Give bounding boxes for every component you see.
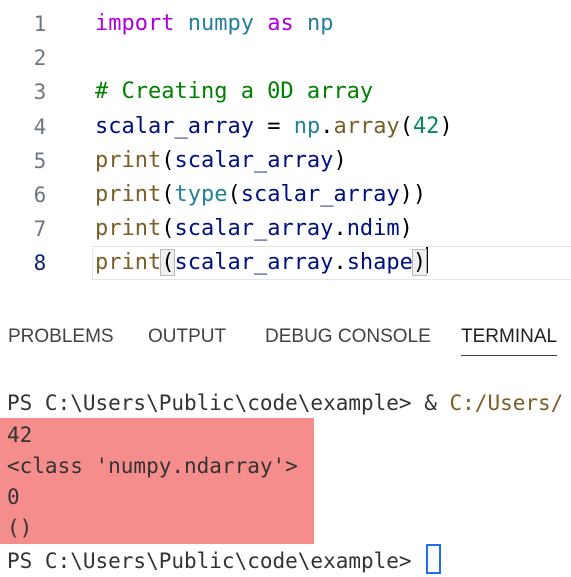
code-token: scalar_array bbox=[95, 113, 254, 139]
panel-tabs: PROBLEMS OUTPUT DEBUG CONSOLE TERMINAL bbox=[0, 310, 571, 356]
terminal-output-line: () bbox=[7, 516, 33, 540]
terminal-cursor bbox=[426, 544, 442, 574]
code-line[interactable]: 4 scalar_array = np.array(42) bbox=[0, 110, 571, 144]
code-line[interactable]: 7 print(scalar_array.ndim) bbox=[0, 212, 571, 246]
code-token: scalar_array bbox=[174, 216, 334, 242]
code-token: ) bbox=[439, 113, 453, 139]
code-token: shape bbox=[346, 250, 413, 276]
current-line-highlight bbox=[92, 246, 571, 281]
tab-problems[interactable]: PROBLEMS bbox=[8, 326, 114, 347]
code-token: type bbox=[174, 182, 228, 207]
line-number: 5 bbox=[33, 148, 47, 173]
code-token: ( bbox=[161, 216, 175, 242]
line-number: 3 bbox=[33, 80, 47, 105]
code-token: ( bbox=[227, 182, 241, 207]
code-token bbox=[254, 11, 267, 36]
code-line[interactable]: 2 bbox=[0, 41, 571, 75]
code-token: print bbox=[95, 250, 162, 276]
code-token: ( bbox=[160, 249, 176, 277]
code-token bbox=[174, 11, 187, 36]
code-text: print(scalar_array.ndim) bbox=[95, 212, 413, 246]
code-token: print bbox=[95, 216, 162, 242]
line-number: 2 bbox=[33, 46, 47, 71]
code-token: scalar_array bbox=[174, 147, 334, 173]
output-highlight bbox=[0, 418, 314, 544]
code-text: import numpy as np bbox=[95, 7, 333, 41]
code-token: numpy bbox=[187, 11, 254, 36]
command-path: C:/Users/ bbox=[449, 391, 564, 415]
code-token: . bbox=[333, 250, 347, 276]
prompt-text: PS C:\Users\Public\code\example> & bbox=[7, 391, 450, 415]
code-token: import bbox=[95, 11, 175, 36]
code-token: ) bbox=[411, 249, 428, 277]
code-token: scalar_array bbox=[174, 250, 334, 276]
terminal-output-line: <class 'numpy.ndarray'> bbox=[7, 454, 298, 478]
prompt-text: PS C:\Users\Public\code\example> bbox=[7, 549, 425, 573]
terminal-output-line: 0 bbox=[7, 485, 20, 509]
terminal-prompt-line: PS C:\Users\Public\code\example> bbox=[7, 544, 442, 577]
code-token: ( bbox=[161, 147, 175, 173]
tab-output[interactable]: OUTPUT bbox=[148, 326, 227, 347]
code-token: scalar_array bbox=[240, 182, 400, 207]
code-line[interactable]: 1 import numpy as np bbox=[0, 7, 571, 41]
code-token: print bbox=[95, 182, 162, 207]
line-number: 8 bbox=[33, 251, 47, 276]
line-number: 1 bbox=[33, 12, 47, 36]
code-token: . bbox=[333, 216, 347, 242]
code-token: print bbox=[95, 147, 162, 173]
code-text: # Creating a 0D array bbox=[95, 75, 373, 109]
terminal-prompt-line: PS C:\Users\Public\code\example> & C:/Us… bbox=[7, 388, 563, 419]
code-token: ( bbox=[399, 113, 413, 139]
code-text: print(type(scalar_array)) bbox=[95, 178, 426, 212]
text-caret bbox=[426, 247, 429, 274]
code-text: scalar_array = np.array(42) bbox=[95, 110, 453, 144]
code-token: . bbox=[320, 113, 334, 139]
code-editor[interactable]: 1 import numpy as np 2 3 # Creating a 0D arr… bbox=[0, 0, 571, 290]
tab-debug-console[interactable]: DEBUG CONSOLE bbox=[265, 326, 431, 347]
code-token: ndim bbox=[346, 216, 400, 242]
code-token: ) bbox=[399, 216, 413, 242]
line-number: 4 bbox=[33, 114, 47, 139]
code-token: ( bbox=[161, 182, 175, 207]
code-token: as bbox=[267, 11, 294, 36]
code-text: print(scalar_array.shape) bbox=[95, 246, 429, 280]
code-token: = bbox=[253, 113, 294, 139]
code-token: array bbox=[333, 113, 400, 139]
code-text: print(scalar_array) bbox=[95, 144, 347, 178]
code-token: )) bbox=[399, 182, 427, 207]
code-token: ) bbox=[333, 147, 347, 173]
code-line[interactable]: 5 print(scalar_array) bbox=[0, 144, 571, 178]
code-line[interactable]: 3 # Creating a 0D array bbox=[0, 75, 571, 109]
code-token: # Creating a 0D array bbox=[95, 79, 374, 105]
code-line[interactable]: 8 print(scalar_array.shape) bbox=[0, 246, 571, 281]
code-token: np bbox=[306, 11, 334, 36]
line-number: 7 bbox=[33, 217, 47, 242]
line-number: 6 bbox=[33, 183, 47, 207]
code-token bbox=[294, 11, 307, 36]
code-token: np bbox=[293, 113, 321, 139]
terminal-output-line: 42 bbox=[7, 423, 33, 447]
code-token: 42 bbox=[412, 113, 440, 139]
tab-terminal[interactable]: TERMINAL bbox=[461, 326, 558, 356]
bottom-panel: PROBLEMS OUTPUT DEBUG CONSOLE TERMINAL P… bbox=[0, 310, 571, 574]
